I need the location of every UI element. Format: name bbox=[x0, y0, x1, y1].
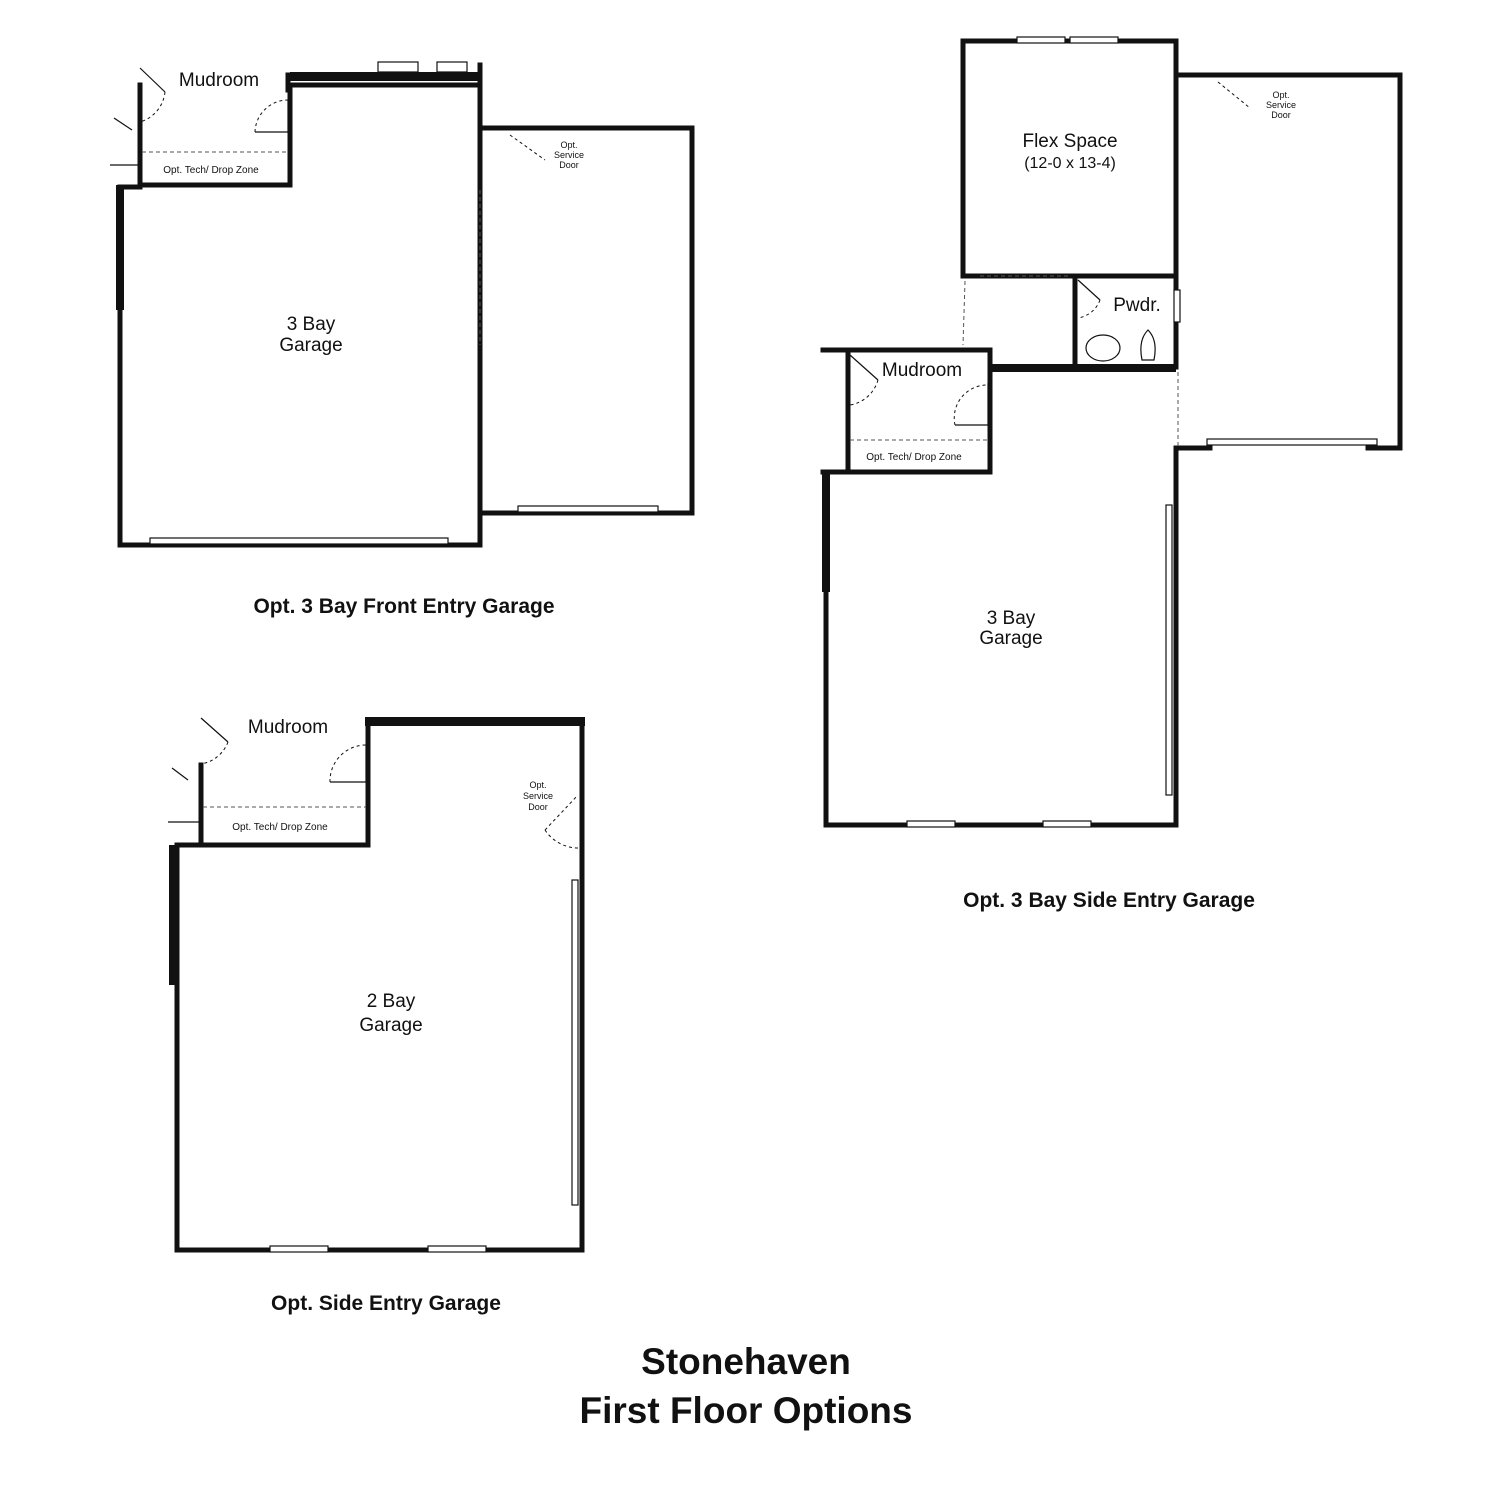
mudroom-door bbox=[255, 100, 289, 133]
service-door-swing bbox=[509, 134, 546, 161]
door-swing bbox=[849, 379, 879, 406]
garage-door-side bbox=[571, 879, 579, 1206]
room-label-tech-zone: Opt. Tech/ Drop Zone bbox=[866, 452, 962, 463]
sink-fixture bbox=[1085, 334, 1121, 362]
door-swing bbox=[953, 384, 989, 426]
garage-top-heavy-wall bbox=[290, 72, 480, 81]
room-label-mudroom: Mudroom bbox=[882, 360, 962, 381]
room-label-garage-line2: Garage bbox=[279, 335, 342, 356]
title-line1: Stonehaven bbox=[641, 1341, 851, 1382]
garage-top-heavy-wall bbox=[990, 364, 1176, 372]
room-label-garage-line1: 3 Bay bbox=[287, 314, 336, 335]
garage-3bay-walls bbox=[823, 445, 1213, 828]
service-door-label-line3: Door bbox=[559, 160, 579, 170]
room-label-tech-zone: Opt. Tech/ Drop Zone bbox=[163, 165, 259, 176]
title-line2: First Floor Options bbox=[580, 1390, 913, 1431]
room-label-flex-line1: Flex Space bbox=[1022, 131, 1117, 152]
plan-caption: Opt. 3 Bay Side Entry Garage bbox=[963, 889, 1255, 912]
window bbox=[1016, 36, 1066, 44]
plan-3bay-front-entry: Mudroom Opt. Tech/ Drop Zone 3 Bay Garag… bbox=[110, 61, 695, 618]
mudroom-entry-door bbox=[849, 354, 879, 381]
room-label-garage-line1: 3 Bay bbox=[987, 608, 1036, 629]
mudroom-walls bbox=[198, 719, 371, 848]
hall-dashed bbox=[962, 280, 966, 346]
room-label-powder: Pwdr. bbox=[1113, 295, 1161, 316]
garage-door bbox=[517, 505, 659, 513]
service-door-label-line2: Service bbox=[554, 150, 584, 160]
mudroom-door bbox=[330, 745, 367, 783]
exterior-door bbox=[200, 717, 229, 743]
service-door-label-line3: Door bbox=[1271, 110, 1291, 120]
toilet-fixture bbox=[1140, 329, 1156, 361]
garage-door-side bbox=[1165, 504, 1173, 796]
right-bay-walls bbox=[1173, 72, 1403, 451]
fixture bbox=[436, 61, 468, 73]
service-door-label-line2: Service bbox=[1266, 100, 1296, 110]
garage-heavy-wall bbox=[169, 845, 179, 985]
door-swing bbox=[1077, 299, 1101, 319]
window bbox=[906, 820, 956, 828]
plan-2bay-side-entry: Mudroom Opt. Tech/ Drop Zone 2 Bay Garag… bbox=[168, 717, 585, 1315]
garage-heavy-wall bbox=[116, 185, 124, 310]
room-label-garage-line2: Garage bbox=[359, 1015, 422, 1036]
door-swing bbox=[200, 741, 229, 765]
plan-3bay-side-entry: Flex Space (12-0 x 13-4) Pwdr. Mudroom O… bbox=[820, 36, 1403, 912]
garage-right-bay-walls bbox=[477, 125, 695, 516]
garage-top-heavy-wall bbox=[365, 717, 585, 726]
garage-door bbox=[1206, 438, 1378, 446]
door-swing bbox=[544, 829, 579, 849]
room-label-garage-line2: Garage bbox=[979, 628, 1042, 649]
room-label-flex-line2: (12-0 x 13-4) bbox=[1024, 155, 1116, 172]
window bbox=[1042, 820, 1092, 828]
service-door-label-line2: Service bbox=[523, 791, 553, 801]
powder-walls bbox=[1072, 273, 1179, 370]
door-swing bbox=[139, 91, 166, 123]
garage-door bbox=[149, 537, 449, 545]
service-door-swing bbox=[1217, 81, 1251, 109]
plan-caption: Opt. Side Entry Garage bbox=[271, 1292, 501, 1315]
plan-caption: Opt. 3 Bay Front Entry Garage bbox=[253, 595, 554, 618]
room-label-garage-line1: 2 Bay bbox=[367, 991, 416, 1012]
service-door-label-line1: Opt. bbox=[560, 140, 577, 150]
mudroom-walls bbox=[820, 347, 993, 475]
window bbox=[427, 1245, 487, 1253]
service-door-label-line1: Opt. bbox=[529, 780, 546, 790]
fixture bbox=[377, 61, 419, 73]
exterior-door-2 bbox=[113, 117, 133, 131]
mudroom-walls bbox=[137, 82, 293, 188]
room-label-mudroom: Mudroom bbox=[248, 717, 328, 738]
room-label-mudroom: Mudroom bbox=[179, 70, 259, 91]
service-door-swing bbox=[544, 794, 579, 831]
garage-heavy-wall bbox=[822, 472, 830, 592]
door-swing bbox=[254, 99, 289, 133]
door-swing bbox=[329, 744, 367, 783]
mudroom-door bbox=[955, 383, 989, 426]
garage-2bay-walls bbox=[174, 719, 585, 1253]
room-label-tech-zone: Opt. Tech/ Drop Zone bbox=[232, 822, 328, 833]
exterior-door-2 bbox=[171, 767, 189, 781]
exterior-door bbox=[139, 67, 166, 93]
window bbox=[1173, 289, 1181, 323]
window bbox=[1069, 36, 1119, 44]
powder-door bbox=[1077, 279, 1101, 301]
window bbox=[269, 1245, 329, 1253]
service-door-label-line3: Door bbox=[528, 802, 548, 812]
service-door-label-line1: Opt. bbox=[1272, 90, 1289, 100]
